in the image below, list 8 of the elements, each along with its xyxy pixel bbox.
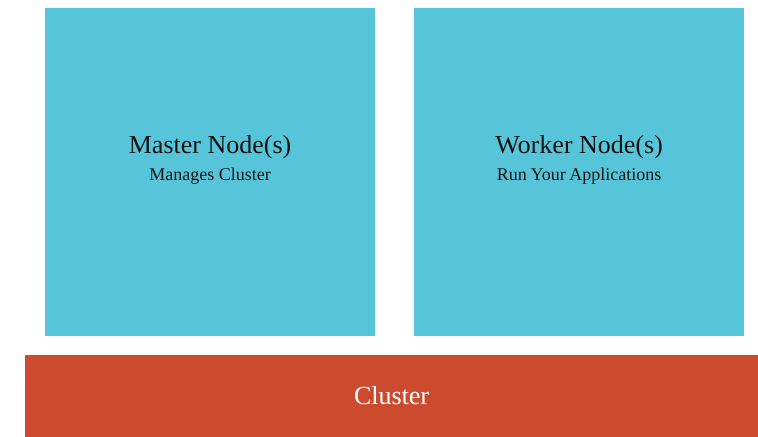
node-title: Cluster bbox=[354, 381, 430, 411]
master-node-box bbox=[45, 8, 375, 336]
worker-node-box bbox=[414, 8, 744, 336]
cluster-bar bbox=[25, 355, 758, 437]
node-description: Run Your Applications bbox=[496, 163, 662, 186]
node-title: Master Node(s) bbox=[128, 130, 292, 160]
node-title: Worker Node(s) bbox=[495, 130, 663, 160]
node-description: Manages Cluster bbox=[149, 163, 271, 186]
